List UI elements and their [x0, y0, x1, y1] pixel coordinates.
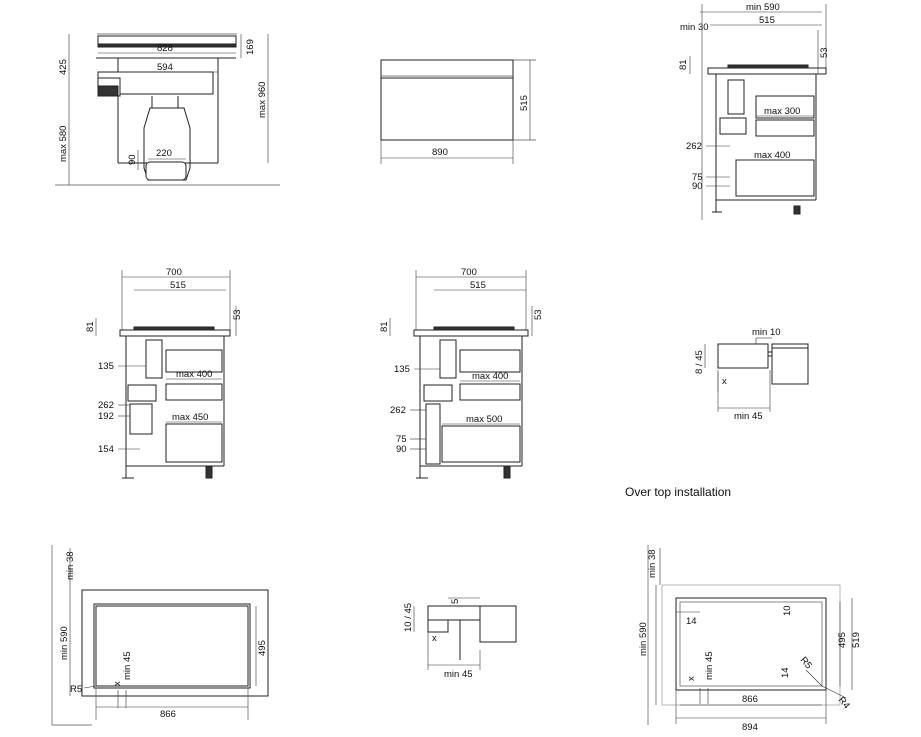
dim-r5: R5	[70, 684, 82, 695]
dim-14-left: 14	[686, 616, 697, 627]
dim-5: 5	[450, 599, 461, 604]
dim-14-bottom: 14	[780, 667, 791, 678]
dim-75: 75	[396, 434, 407, 445]
dim-max-960: max 960	[257, 82, 268, 118]
dim-519: 519	[851, 632, 862, 648]
dim-max-580: max 580	[58, 126, 69, 162]
dim-515: 515	[470, 280, 486, 291]
dim-262: 262	[390, 405, 406, 416]
dim-700: 700	[461, 267, 477, 278]
dim-894: 894	[742, 722, 758, 733]
caption-over-top: Over top installation	[625, 485, 731, 499]
dim-220: 220	[156, 148, 172, 159]
dim-max-400: max 400	[754, 150, 790, 161]
view-front: 890 515	[380, 59, 536, 164]
dim-90: 90	[127, 154, 138, 165]
dim-700: 700	[166, 267, 182, 278]
dim-min-45: min 45	[444, 669, 473, 680]
view-detail-over-top: min 10 8 / 45 x min 45	[694, 327, 809, 422]
dim-75: 75	[692, 172, 703, 183]
dim-90: 90	[396, 444, 407, 455]
dim-min-45: min 45	[734, 411, 763, 422]
dim-515: 515	[170, 280, 186, 291]
dim-81: 81	[678, 59, 689, 70]
dim-max-500: max 500	[466, 414, 502, 425]
dim-495: 495	[837, 632, 848, 648]
dim-515: 515	[519, 95, 530, 111]
dim-154: 154	[98, 444, 114, 455]
dim-max-300: max 300	[764, 106, 800, 117]
dim-min-38: min 38	[65, 551, 76, 580]
label-x: x	[722, 376, 727, 387]
label-x: x	[112, 681, 123, 686]
view-cutout-plan-a: min 38 min 590 495 R5 x min 45 866	[51, 545, 269, 726]
view-detail-flush: 5 10 / 45 x min 45	[403, 597, 517, 680]
dim-8-45: 8 / 45	[694, 350, 705, 374]
dim-r5: R5	[798, 655, 814, 671]
view-cabinet-section-b: 700 515 81 53 135 max 400 262 192 max 45…	[85, 267, 243, 479]
dim-min-590: min 590	[59, 626, 70, 660]
dim-90: 90	[692, 181, 703, 192]
dim-53: 53	[533, 309, 544, 320]
dim-53: 53	[819, 47, 830, 58]
dim-81: 81	[379, 321, 390, 332]
dim-10: 10	[782, 605, 793, 616]
view-cabinet-section-a: min 590 515 min 30 53 81 max 300 max 400…	[678, 2, 830, 220]
dim-max-400: max 400	[472, 371, 508, 382]
dim-min-45: min 45	[122, 651, 133, 680]
label-x: x	[686, 676, 697, 681]
dim-866: 866	[742, 694, 758, 705]
dim-min-38: min 38	[647, 549, 658, 578]
dim-594: 594	[157, 62, 173, 73]
dim-515: 515	[759, 15, 775, 26]
dim-495: 495	[257, 640, 268, 656]
dim-425: 425	[58, 59, 69, 75]
dim-min-30: min 30	[680, 22, 709, 33]
dim-max-400: max 400	[176, 369, 212, 380]
dim-890: 890	[432, 147, 448, 158]
dim-262: 262	[98, 400, 114, 411]
dim-min-590: min 590	[638, 622, 649, 656]
view-cutout-plan-b: min 38 min 590 14 10 495 519 R5 min 45 x…	[638, 545, 862, 733]
dim-81: 81	[85, 321, 96, 332]
dim-169: 169	[245, 39, 256, 55]
view-cabinet-section-c: 700 515 81 53 135 max 400 262 max 500 75…	[379, 267, 544, 479]
dim-min-590: min 590	[746, 2, 780, 13]
dim-866: 866	[160, 709, 176, 720]
dim-135: 135	[98, 361, 114, 372]
dim-262: 262	[686, 141, 702, 152]
dim-min-45: min 45	[704, 651, 715, 680]
dim-828: 828	[157, 43, 173, 54]
dim-min-10: min 10	[752, 327, 781, 338]
dim-135: 135	[394, 364, 410, 375]
dim-max-450: max 450	[172, 412, 208, 423]
dim-10-45: 10 / 45	[403, 603, 414, 632]
view-side-elevation: 828 594 169 425 max 580 max 960 220 90	[55, 33, 280, 186]
dim-53: 53	[232, 309, 243, 320]
label-x: x	[432, 633, 437, 644]
dim-r4: R4	[836, 695, 852, 711]
dim-192: 192	[98, 411, 114, 422]
